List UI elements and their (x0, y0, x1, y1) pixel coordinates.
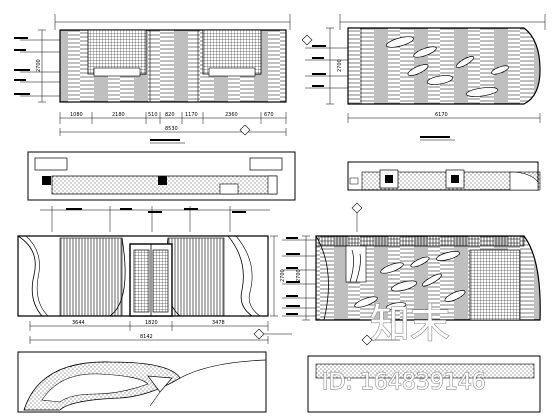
dim-bl-3: 3478 (212, 320, 225, 326)
curved-plan-bottom-left (17, 351, 267, 413)
dim-tl-7: 670 (264, 112, 274, 118)
dim-height-bl: 2700 (280, 269, 286, 282)
dim-height-tl: 2700 (36, 59, 42, 72)
double-door (129, 243, 173, 317)
plan-strip-bottom-right (307, 355, 541, 413)
dim-height-br: 2700 (296, 269, 302, 282)
elevation-top-right: 2700 6170 (301, 14, 546, 141)
elevation-bottom-right: 2700 (282, 202, 541, 346)
dim-tl-total: 8530 (165, 126, 178, 132)
dim-tr-total: 6170 (435, 112, 448, 118)
elevation-top-left: 2700 1080 2180 510 820 1170 2360 670 853… (14, 14, 291, 144)
dim-height-tr: 2700 (337, 59, 343, 72)
dim-tl-1: 1080 (70, 112, 83, 118)
elevation-bottom-left: 2700 3644 1820 3478 8142 (17, 206, 292, 344)
dim-bl-2: 1820 (145, 320, 158, 326)
plan-strip-right (347, 161, 541, 191)
dim-tl-3: 510 (148, 112, 158, 118)
section-marker-tr (420, 136, 455, 141)
dim-bl-total: 8142 (140, 334, 153, 340)
dim-tl-6: 2360 (225, 112, 238, 118)
watermark-brand: 知末 (370, 301, 450, 347)
dim-tl-2: 2180 (112, 112, 125, 118)
dim-tl-5: 1170 (185, 112, 198, 118)
dim-tl-4: 820 (165, 112, 175, 118)
section-marker-br (361, 334, 400, 346)
section-marker-bl (253, 328, 292, 340)
watermark: 知末 ID: 164839146 (321, 300, 486, 395)
plan-strip-left (27, 151, 296, 201)
watermark-id: ID: 164839146 (322, 370, 486, 395)
section-marker-tl (150, 124, 251, 144)
dim-bl-1: 3644 (72, 320, 85, 326)
